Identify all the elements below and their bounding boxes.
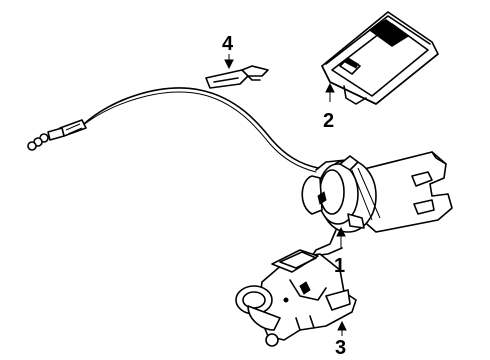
cable [27,87,319,173]
actuator-assembly [301,151,453,257]
cable-bracket [205,65,269,89]
control-module [321,11,439,105]
callout-label-4: 4 [222,33,234,55]
callout-label-1: 1 [334,255,345,277]
callout-3: 3 [335,320,347,359]
callout-label-3: 3 [335,337,346,359]
servo-motor [235,249,357,347]
callout-1: 1 [334,226,346,277]
callout-label-2: 2 [323,110,334,132]
callout-2: 2 [323,82,335,132]
callout-4: 4 [222,33,234,70]
